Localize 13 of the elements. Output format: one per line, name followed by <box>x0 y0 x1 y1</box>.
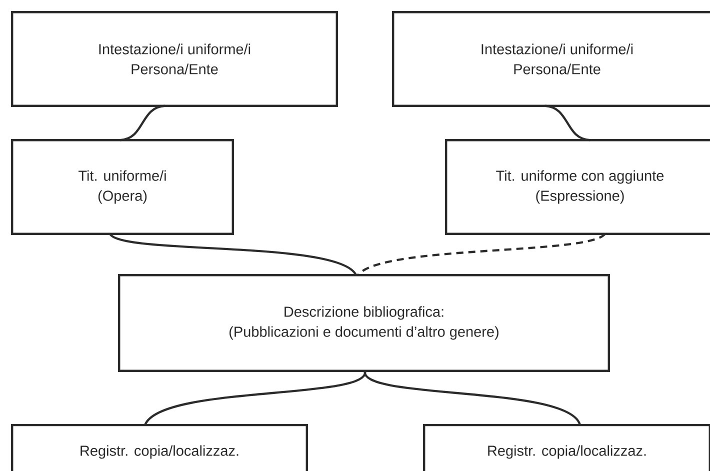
connector <box>144 370 366 426</box>
connector <box>120 104 166 142</box>
text-box: Intestazione/i uniforme/i Persona/Ente <box>11 11 338 107</box>
connector <box>357 232 606 276</box>
text-box: Intestazione/i uniforme/i Persona/Ente <box>392 11 710 107</box>
text-box: Tit. uniforme/i (Opera) <box>11 139 234 235</box>
connector <box>544 104 590 142</box>
text-box: Registr. copia/localizzaz. <box>423 424 710 471</box>
connector <box>364 370 581 426</box>
text-box: Descrizione bibliografica: (Pubblicazioni e documenti d’altro genere) <box>118 274 610 372</box>
text-box: Registr. copia/localizzaz. <box>11 424 308 471</box>
connector <box>109 232 357 276</box>
text-box: Tit. uniforme con aggiunte (Espressione) <box>445 139 710 235</box>
